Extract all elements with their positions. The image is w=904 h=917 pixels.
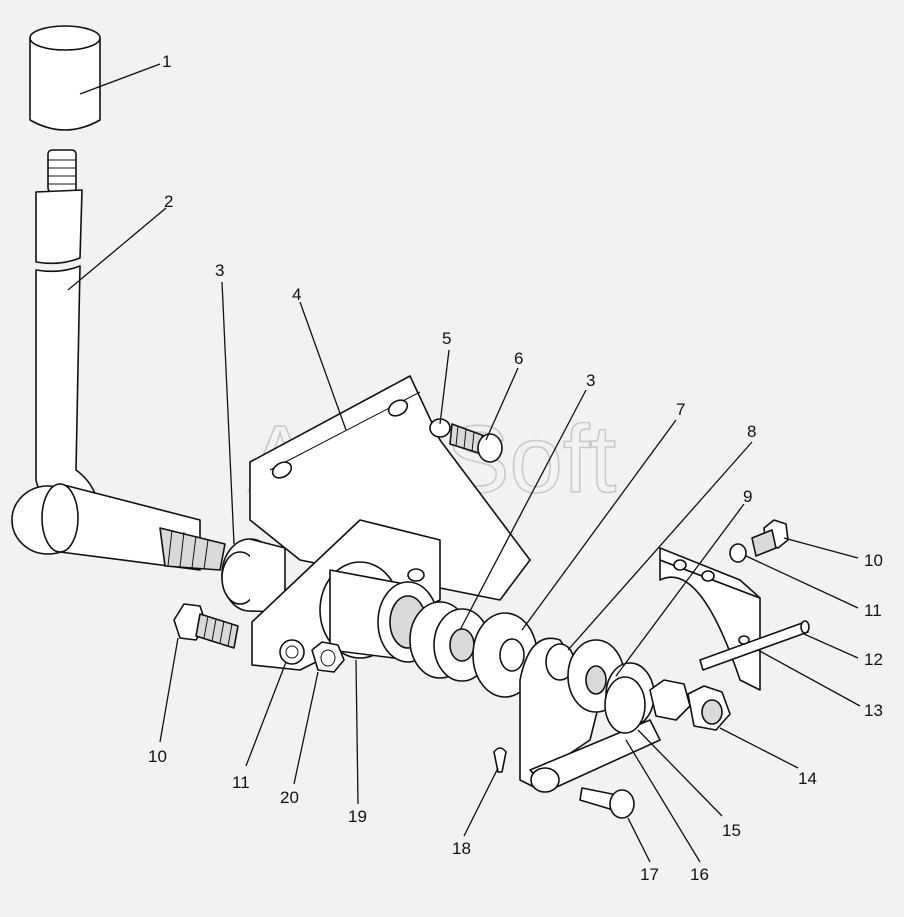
part-3-bushing-left [221, 538, 286, 613]
callout-20: 20 [280, 788, 299, 807]
callout-12: 12 [864, 650, 883, 669]
part-18-cotter-pin [493, 747, 507, 773]
callout-6: 6 [514, 349, 523, 368]
callout-1: 1 [162, 52, 171, 71]
part-20-nut [311, 641, 345, 673]
callout-17: 17 [640, 865, 659, 884]
callout-15: 15 [722, 821, 741, 840]
part-1-knob [29, 25, 101, 131]
part-15-washer [604, 676, 646, 734]
part-14-nuts [649, 679, 731, 731]
part-10-bolt-left [173, 603, 239, 649]
part-12-shaft [699, 620, 810, 671]
part-11-washer-right [729, 543, 747, 563]
part-10-bolt-right [751, 519, 789, 557]
part-17-pin [579, 787, 635, 819]
part-13-bracket [659, 547, 761, 691]
part-11-washer-left [279, 639, 305, 665]
leader-lines [67, 63, 861, 863]
callout-3-left: 3 [215, 261, 224, 280]
callout-18: 18 [452, 839, 471, 858]
callout-16: 16 [690, 865, 709, 884]
callout-4: 4 [292, 285, 301, 304]
callout-11-left: 11 [232, 773, 250, 792]
callout-19: 19 [348, 807, 367, 826]
callout-8: 8 [747, 422, 756, 441]
callout-2: 2 [164, 192, 173, 211]
callout-11-right: 11 [864, 601, 882, 620]
callout-9: 9 [743, 487, 752, 506]
callout-13: 13 [864, 701, 883, 720]
part-19-housing [251, 519, 441, 671]
callout-7: 7 [676, 400, 685, 419]
callout-3-right: 3 [586, 371, 595, 390]
callout-14: 14 [798, 769, 817, 788]
part-4-bracket-plate [249, 375, 531, 601]
part-6-bolt [449, 423, 503, 463]
callout-10-left: 10 [148, 747, 167, 766]
callout-5: 5 [442, 329, 451, 348]
callout-10-right: 10 [864, 551, 883, 570]
part-2-lever [11, 149, 226, 571]
